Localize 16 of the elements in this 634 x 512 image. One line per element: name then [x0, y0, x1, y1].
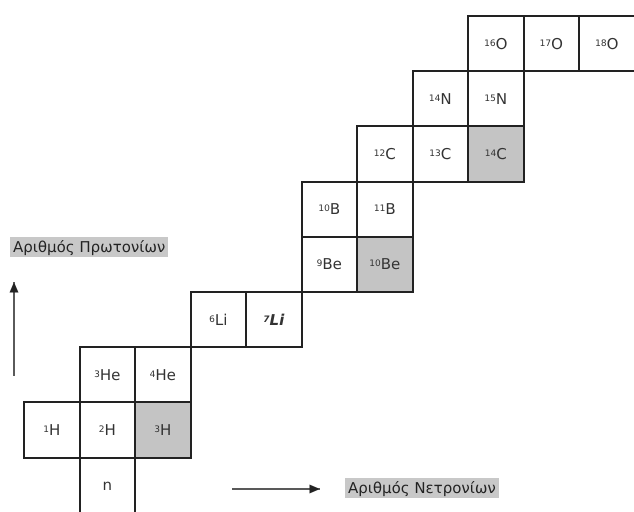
isotope-cell: $^{6}$Li: [190, 291, 247, 348]
isotope-cell: $^{16}$O: [467, 15, 524, 72]
axis-title: Αριθμός Πρωτονίων: [10, 237, 168, 257]
isotope-cell: $^{10}$B: [300, 180, 358, 238]
axis-title: Αριθμός Νετρονίων: [345, 478, 499, 498]
isotope-cell: $^{17}$O: [522, 15, 580, 72]
isotope-cell: $^{12}$C: [356, 125, 414, 183]
isotope-cell: $^{3}$He: [78, 346, 136, 404]
isotope-cell: $^{7}$Li: [245, 291, 302, 348]
isotope-cell: $^{3}$H: [134, 401, 192, 459]
isotope-cell: $^{10}$Be: [356, 236, 414, 293]
isotope-cell: $^{18}$O: [578, 15, 634, 72]
isotope-cell: $^{14}$C: [467, 125, 524, 183]
isotope-cell: $^{1}$H: [23, 401, 80, 459]
isotope-cell: $^{14}$N: [412, 70, 469, 128]
isotope-cell: n: [78, 456, 136, 512]
